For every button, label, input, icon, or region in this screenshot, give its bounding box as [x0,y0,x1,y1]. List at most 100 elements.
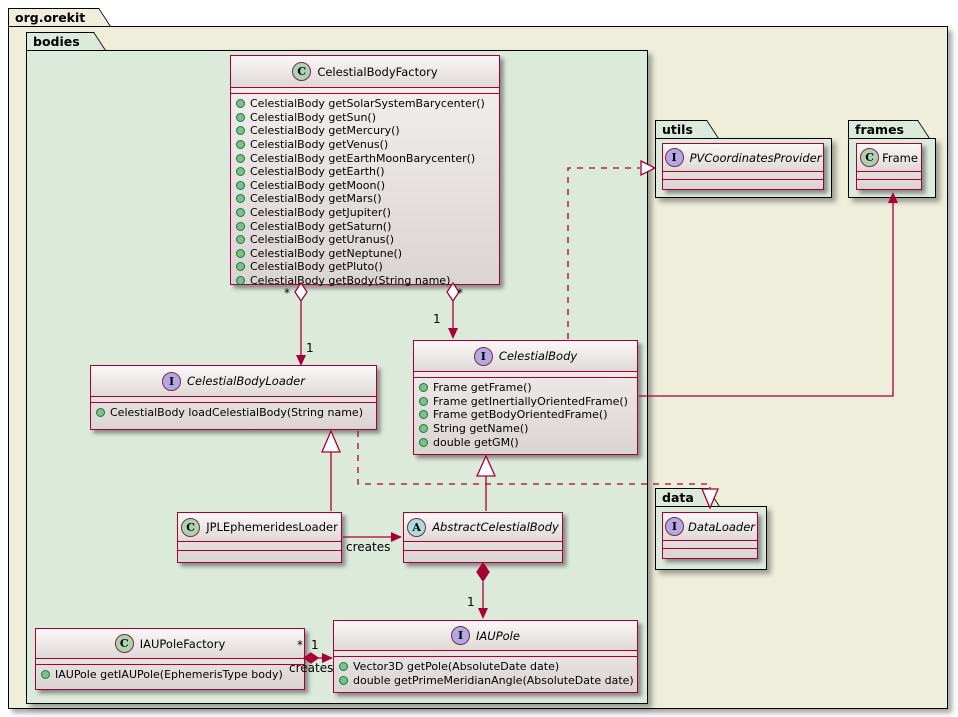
class-name: AbstractCelestialBody [432,520,559,534]
class-icon: C [114,634,134,653]
method-label: Vector3D getPole(AbsoluteDate date) [353,660,560,674]
public-method-icon [236,235,245,245]
method-item: CelestialBody loadCelestialBody(String n… [91,406,376,420]
class-name: IAUPole [476,628,520,643]
method-label: CelestialBody getUranus() [250,233,395,247]
fields-compartment [36,659,304,665]
public-method-icon [236,262,245,272]
interface-celestialbody: I CelestialBody Frame getFrame()Frame ge… [413,340,638,455]
edge-label-creates: creates [346,540,391,554]
multiplicity-label: * [284,286,290,300]
methods-compartment: Frame getFrame()Frame getInertiallyOrien… [414,378,637,449]
method-item: CelestialBody getMars() [231,192,499,206]
method-item: CelestialBody getUranus() [231,233,499,247]
abstract-class-icon: A [407,517,427,537]
class-name: PVCoordinatesProvider [689,150,822,165]
fields-compartment [663,172,823,180]
method-item: CelestialBody getPluto() [231,260,499,274]
multiplicity-label: 1 [467,595,475,609]
interface-icon: I [451,626,471,645]
package-org-orekit-tab: org.orekit [8,8,111,26]
public-method-icon [236,112,245,122]
method-item: CelestialBody getMoon() [231,179,499,193]
public-method-icon [236,126,245,136]
fields-compartment [231,88,499,94]
class-name: IAUPoleFactory [139,636,226,651]
method-label: CelestialBody getJupiter() [250,206,391,220]
package-frames-label: frames [848,120,916,138]
package-data-label: data [655,488,706,506]
package-utils-tab: utils [655,120,719,138]
interface-icon: I [664,148,684,167]
multiplicity-label: * [297,638,303,652]
abstract-class-abstractcelestialbody: A AbstractCelestialBody [403,512,563,563]
public-method-icon [236,167,245,177]
class-title: I DataLoader [663,513,757,541]
method-item: String getName() [414,422,637,436]
class-title: C JPLEphemeridesLoader [178,513,341,542]
method-item: CelestialBody getJupiter() [231,206,499,220]
public-method-icon [236,248,245,258]
methods-compartment: CelestialBody loadCelestialBody(String n… [91,403,376,420]
method-label: CelestialBody getMoon() [250,178,386,192]
method-label: double getGM() [433,435,519,449]
class-name: CelestialBodyLoader [187,374,305,388]
method-label: CelestialBody loadCelestialBody(String n… [110,406,363,420]
class-jplephemeridesloader: C JPLEphemeridesLoader [177,512,342,563]
public-method-icon [236,276,245,286]
method-label: CelestialBody getEarthMoonBarycenter() [250,151,476,165]
public-method-icon [236,221,245,231]
class-title: I CelestialBody [414,341,637,372]
method-item: CelestialBody getSun() [231,111,499,125]
public-method-icon [236,153,245,163]
method-item: CelestialBody getEarth() [231,165,499,179]
class-title: I PVCoordinatesProvider [663,144,823,172]
fields-compartment [178,542,341,551]
class-frame: C Frame [856,143,922,190]
public-method-icon [419,424,428,434]
method-item: double getGM() [414,435,637,449]
method-item: Vector3D getPole(AbsoluteDate date) [334,660,637,674]
public-method-icon [236,194,245,204]
class-title: C CelestialBodyFactory [231,56,499,88]
class-icon: C [292,62,312,81]
interface-pvcoordinatesprovider: I PVCoordinatesProvider [662,143,824,190]
package-utils-label: utils [655,120,705,138]
public-method-icon [339,675,348,685]
fields-compartment [414,372,637,378]
class-title: C Frame [857,144,921,172]
method-label: CelestialBody getMercury() [250,124,400,138]
method-item: CelestialBody getSaturn() [231,219,499,233]
method-label: CelestialBody getNeptune() [250,246,403,260]
interface-iaupole: I IAUPole Vector3D getPole(AbsoluteDate … [333,620,638,693]
method-label: CelestialBody getSun() [250,110,377,124]
method-item: CelestialBody getNeptune() [231,247,499,261]
fields-compartment [857,172,921,180]
multiplicity-label: 1 [306,341,314,355]
public-method-icon [339,662,348,672]
interface-celestialbodyloader: I CelestialBodyLoader CelestialBody load… [90,365,377,430]
public-method-icon [41,670,50,680]
class-title: I CelestialBodyLoader [91,366,376,397]
method-label: CelestialBody getPluto() [250,260,383,274]
method-label: double getPrimeMeridianAngle(AbsoluteDat… [353,673,634,687]
method-label: CelestialBody getBody(String name) [250,274,451,288]
class-title: I IAUPole [334,621,637,651]
interface-dataloader: I DataLoader [662,512,758,559]
method-label: Frame getBodyOrientedFrame() [433,408,608,422]
method-label: CelestialBody getVenus() [250,138,389,152]
methods-compartment: IAUPole getIAUPole(EphemerisType body) [36,665,304,682]
method-label: Frame getInertiallyOrientedFrame() [433,394,628,408]
class-name: JPLEphemeridesLoader [206,520,338,534]
class-name: CelestialBodyFactory [317,64,438,79]
package-bodies-label: bodies [26,32,92,50]
fields-compartment [334,651,637,657]
interface-icon: I [162,371,182,391]
class-name: Frame [882,150,918,165]
class-icon: C [181,517,201,537]
fields-compartment [663,541,757,549]
method-label: String getName() [433,422,529,436]
class-iaupolefactory: C IAUPoleFactory IAUPole getIAUPole(Ephe… [35,628,305,690]
method-label: CelestialBody getMars() [250,192,382,206]
